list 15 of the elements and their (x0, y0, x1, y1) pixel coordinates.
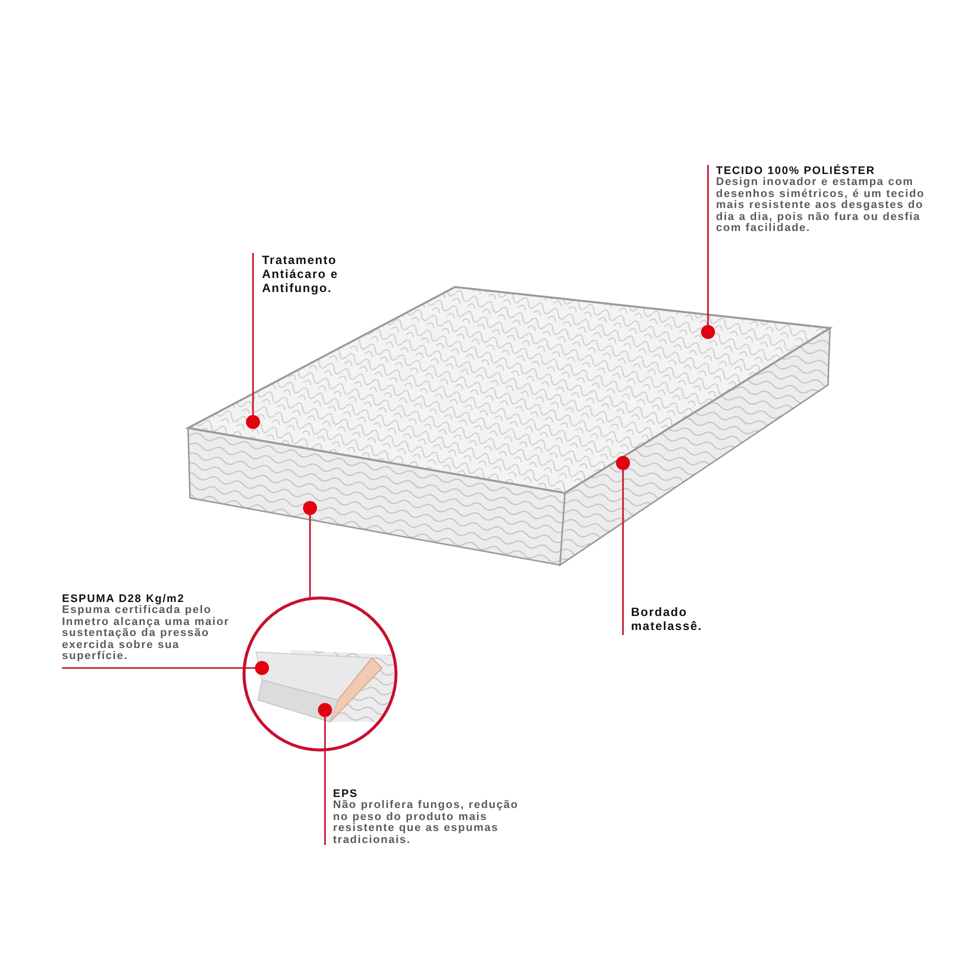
feature-heading: ESPUMA D28 Kg/m2 (62, 593, 186, 605)
leader-line (246, 253, 260, 429)
leader-line (616, 456, 630, 635)
leader-line (701, 165, 715, 339)
callout-text: Bordado matelassê. (623, 605, 723, 635)
feature-heading: EPS (333, 788, 360, 800)
feature-description: Design inovador e estampa com desenhos simétricos, é um tecido mais resistente aos desgastes do dia a dia, pois não fura ou desfia com facilidade. (716, 177, 926, 234)
leader-line (62, 661, 269, 675)
leader-line (303, 501, 317, 599)
feature-description: Não prolifera fungos, redução no peso do produto mais resistente que as espumas tradicionais. (333, 800, 520, 846)
leader-line (318, 703, 332, 845)
feature-description: Espuma certificada pelo Inmetro alcança uma maior sustentação da pressão exercida sobre sua superfície. (62, 605, 230, 662)
callout-text: Tratamento Antiácaro e Antifungo. (253, 253, 373, 297)
feature-heading: TECIDO 100% POLIÉSTER (716, 165, 876, 177)
foam-cross-section-drawing (242, 596, 398, 752)
